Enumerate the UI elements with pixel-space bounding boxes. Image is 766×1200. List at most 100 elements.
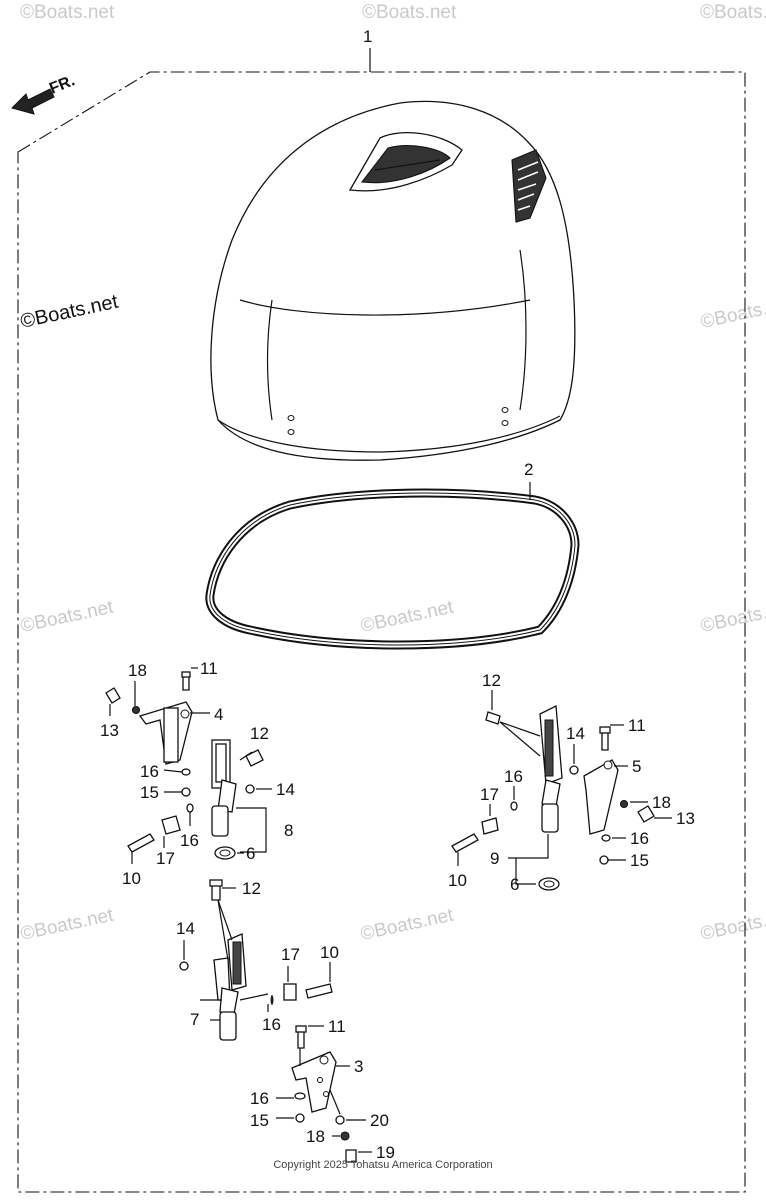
bolt-10	[451, 833, 479, 853]
collar-20	[335, 1115, 345, 1125]
svg-text:©Boats.net: ©Boats.net	[699, 293, 766, 333]
bolt-11	[297, 1029, 305, 1049]
front-direction-arrow: FR.	[11, 72, 77, 115]
callout-13: 13	[676, 809, 695, 828]
svg-text:©Boats.net: ©Boats.net	[18, 291, 120, 333]
callout-16: 16	[180, 831, 199, 850]
callout-6: 6	[246, 844, 255, 863]
callout-17: 17	[480, 785, 499, 804]
screw-19	[345, 1149, 357, 1163]
bracket-5	[583, 759, 619, 835]
watermark: ©Boats.net	[19, 905, 116, 945]
callout-3: 3	[354, 1057, 363, 1076]
callout-16: 16	[504, 767, 523, 786]
screw-13	[105, 687, 121, 704]
cover-seal	[205, 488, 580, 650]
callout-16: 16	[140, 762, 159, 781]
front-label: FR.	[47, 72, 77, 97]
callout-10: 10	[122, 869, 141, 888]
callout-11: 11	[200, 659, 218, 678]
callout-12: 12	[242, 879, 261, 898]
left-hinge-group: 18 11 13 4 12 16 15 14 16 8 17 10 6	[100, 659, 295, 888]
washer-16	[181, 768, 191, 776]
callout-12: 12	[250, 724, 269, 743]
collar-17	[481, 817, 499, 835]
washer-16	[270, 995, 274, 1005]
nut-14	[569, 765, 579, 775]
bolt-10	[305, 983, 333, 999]
copyright-text: Copyright 2025 Tohatsu America Corporati…	[273, 1159, 492, 1171]
svg-text:©Boats.net: ©Boats.net	[359, 597, 456, 637]
callout-19: 19	[376, 1143, 395, 1162]
watermark: ©Boats.net	[700, 2, 766, 23]
callout-4: 4	[214, 705, 223, 724]
bracket-3	[291, 1051, 337, 1113]
callout-16: 16	[630, 829, 649, 848]
callout-15: 15	[140, 783, 159, 802]
callout-16: 16	[262, 1015, 281, 1034]
watermark: ©Boats.net	[359, 905, 456, 945]
washer-16b	[186, 803, 194, 813]
collar-17	[161, 815, 181, 835]
nut-15	[181, 787, 191, 797]
callout-15: 15	[630, 851, 649, 870]
nut-15	[295, 1113, 305, 1123]
bottom-hinge-group: 12 14 17 10 7 16 11 3 16 15 20 18 19	[176, 879, 395, 1163]
bolt-12	[245, 749, 264, 767]
callout-18: 18	[306, 1127, 325, 1146]
watermark: ©Boats.net	[699, 905, 766, 945]
callout-6: 6	[510, 875, 519, 894]
watermark: ©Boats.net	[362, 2, 457, 23]
callout-13: 13	[100, 721, 119, 740]
washer-18	[619, 799, 629, 809]
right-hinge-group: 12 14 11 16 5 17 18 13 16 9 15 10 6	[448, 671, 695, 894]
callout-20: 20	[370, 1111, 389, 1130]
watermark: ©Boats.net	[699, 293, 766, 333]
callout-15: 15	[250, 1111, 269, 1130]
bolt-11	[601, 731, 609, 751]
watermark: ©Boats.net	[699, 597, 766, 637]
bolt-12	[485, 711, 501, 725]
watermark: ©Boats.net	[19, 597, 116, 637]
washer-18	[340, 1131, 350, 1141]
callout-17: 17	[281, 945, 300, 964]
callout-18: 18	[128, 661, 147, 680]
nut-14	[245, 784, 255, 794]
callout-14: 14	[176, 919, 195, 938]
svg-text:©Boats.net: ©Boats.net	[359, 905, 456, 945]
assembly-boundary	[17, 71, 746, 1193]
watermark: ©Boats.net	[20, 2, 115, 23]
callout-7: 7	[190, 1010, 199, 1029]
washer-16	[510, 801, 518, 811]
screw-13	[637, 805, 655, 823]
callout-5: 5	[632, 757, 641, 776]
callout-11: 11	[628, 716, 646, 735]
callout-1: 1	[363, 27, 372, 46]
callout-9: 9	[490, 849, 499, 868]
callout-17: 17	[156, 849, 175, 868]
callout-16: 16	[250, 1089, 269, 1108]
svg-text:©Boats.net: ©Boats.net	[19, 597, 116, 637]
nut-14	[179, 961, 189, 971]
svg-text:©Boats.net: ©Boats.net	[699, 905, 766, 945]
watermark: ©Boats.net	[359, 597, 456, 637]
callout-10: 10	[320, 943, 339, 962]
callout-10: 10	[448, 871, 467, 890]
callout-12: 12	[482, 671, 501, 690]
callout-18: 18	[652, 793, 671, 812]
washer-16b	[294, 1092, 306, 1100]
bolt-10	[127, 833, 155, 853]
callout-14: 14	[566, 724, 585, 743]
nut-15	[599, 855, 609, 865]
callout-2: 2	[524, 460, 533, 479]
svg-text:©Boats.net: ©Boats.net	[19, 905, 116, 945]
callout-14: 14	[276, 780, 295, 799]
collar-17	[283, 983, 297, 1001]
callout-8: 8	[284, 821, 293, 840]
washer-18	[131, 705, 141, 715]
watermark-main: ©Boats.net	[18, 291, 120, 333]
svg-text:©Boats.net: ©Boats.net	[699, 597, 766, 637]
engine-cover	[210, 100, 576, 461]
